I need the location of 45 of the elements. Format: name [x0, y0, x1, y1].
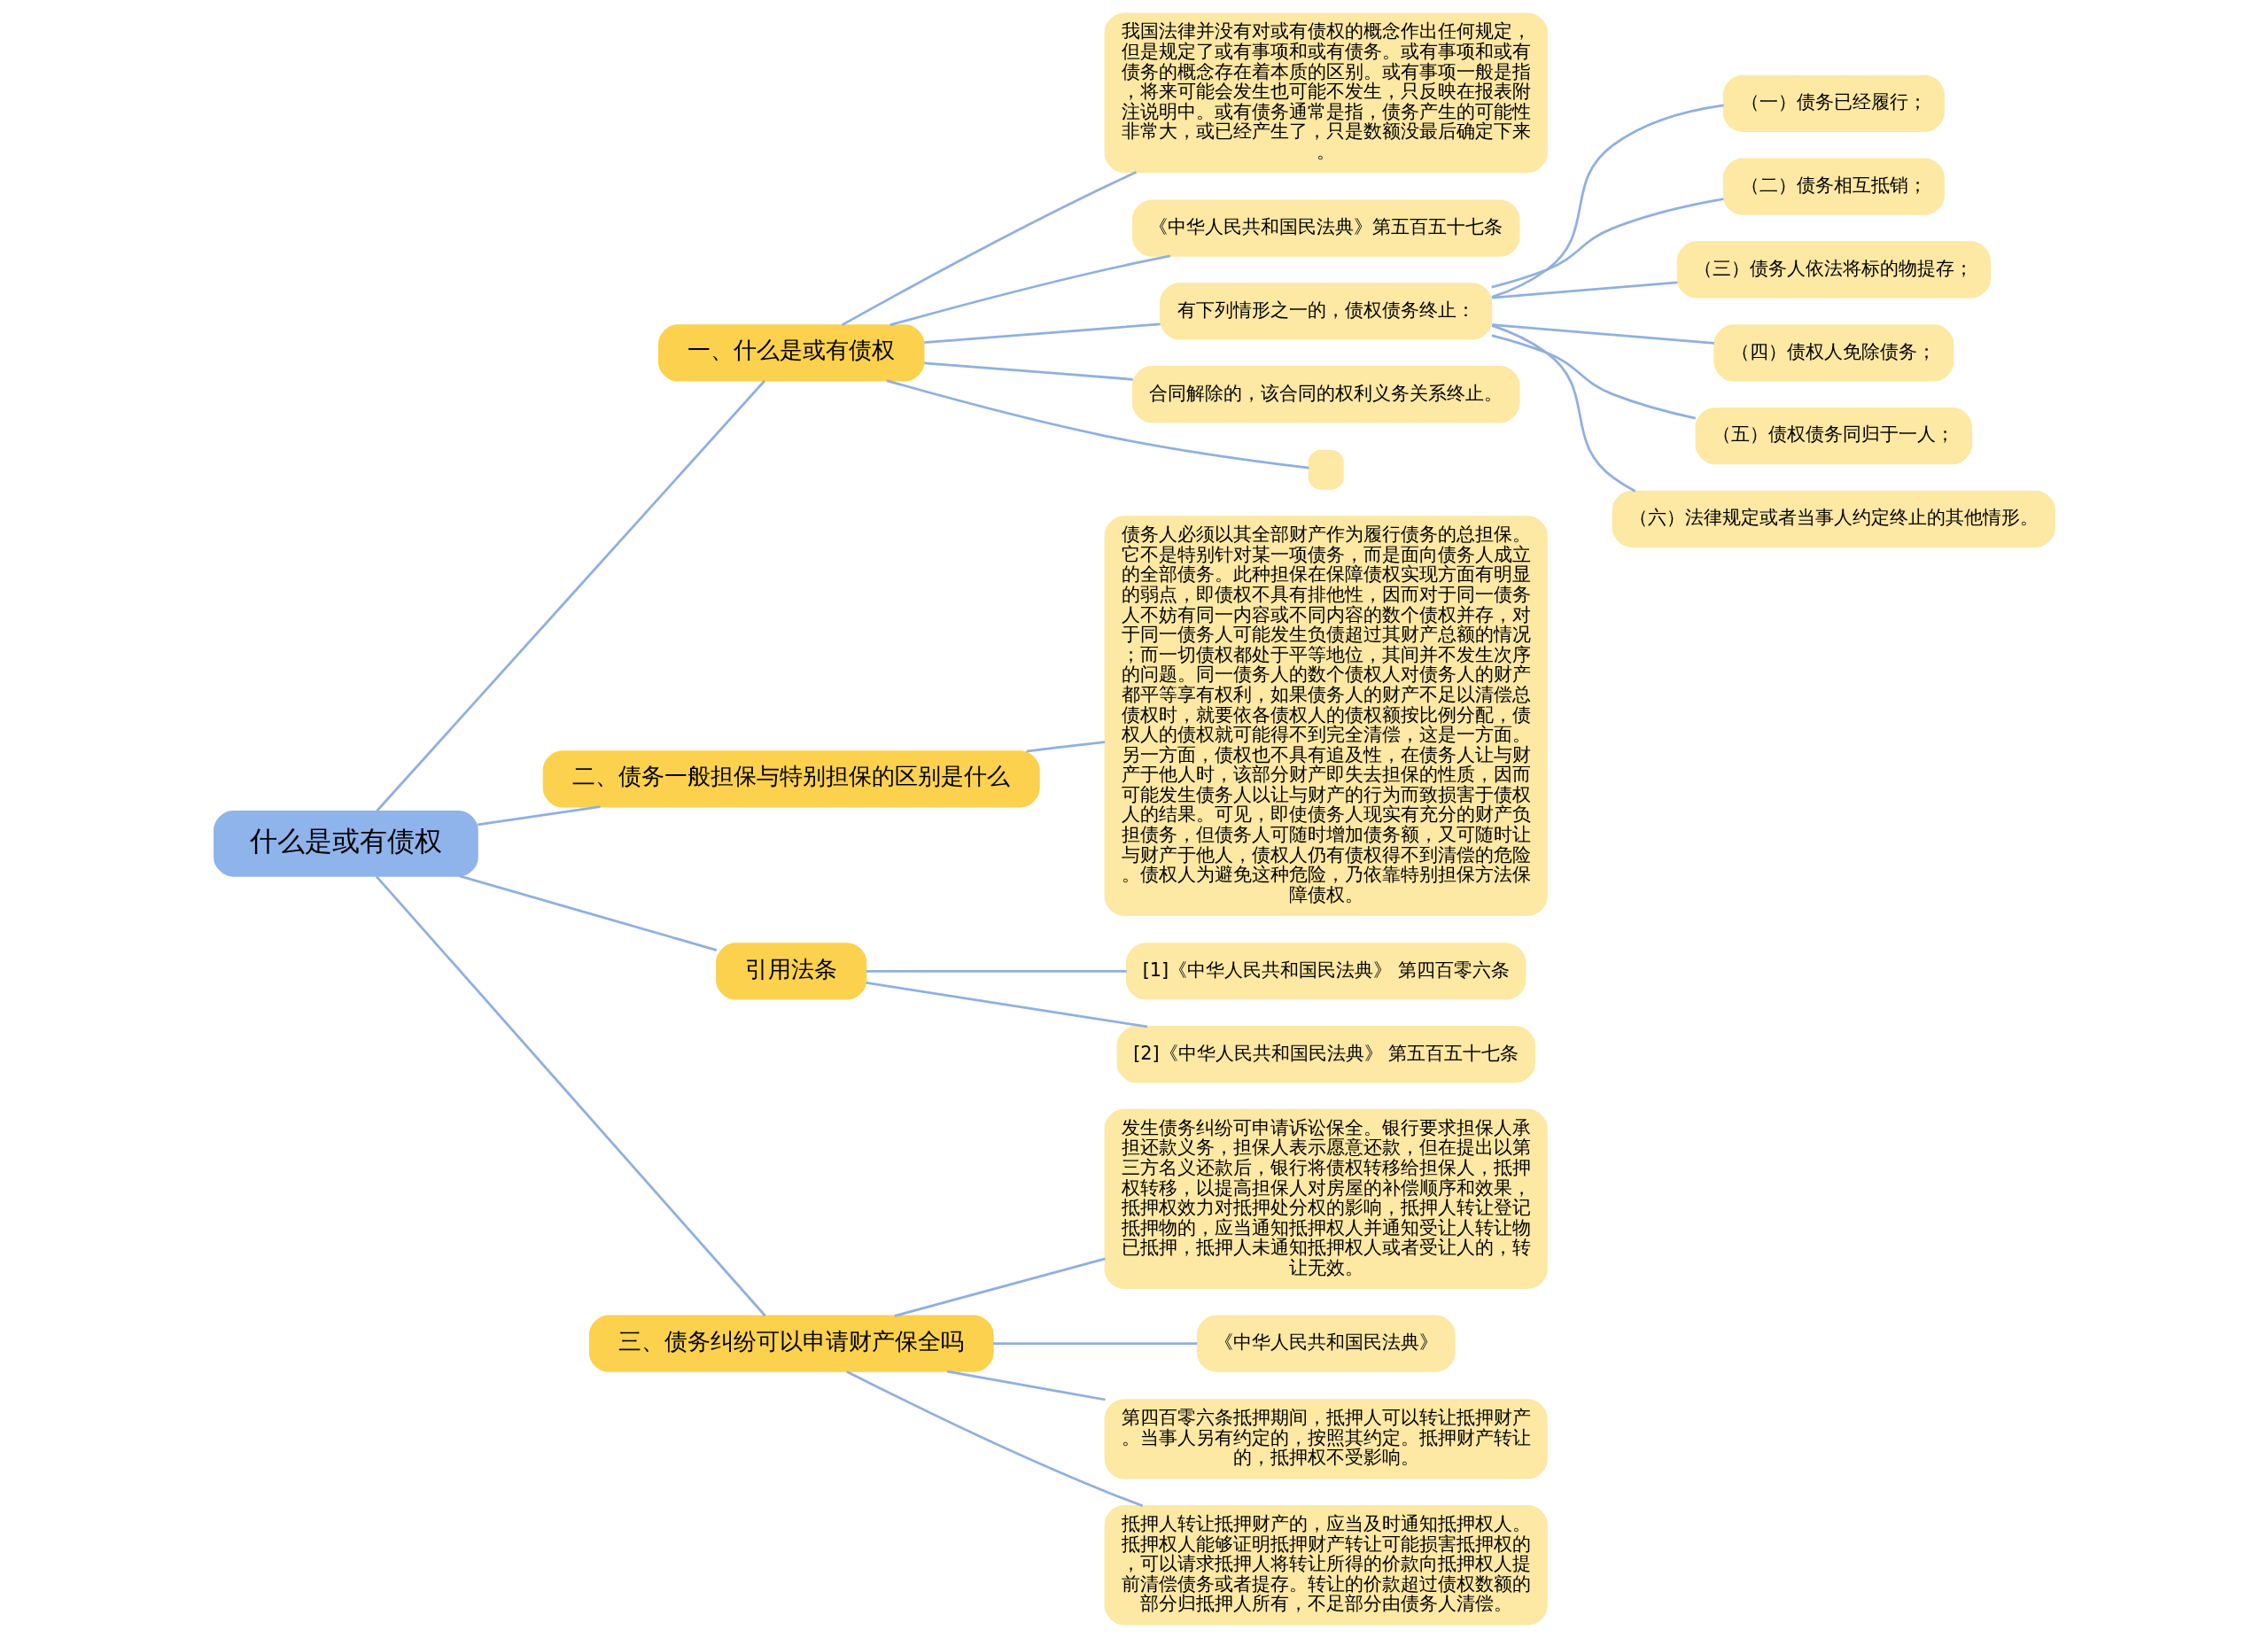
connector	[866, 982, 1147, 1029]
connector	[923, 322, 1161, 345]
node-box: （五）债权债务同归于一人；	[1695, 407, 1972, 465]
connector	[375, 875, 766, 1317]
connector	[885, 379, 1309, 470]
connector	[923, 361, 1133, 381]
connector	[866, 970, 1127, 973]
node-box: 二、债务一般担保与特别担保的区别是什么	[542, 750, 1040, 808]
node-box: 有下列情形之一的，债权债务终止：	[1159, 283, 1492, 340]
connector	[841, 171, 1137, 327]
node-box: 《中华人民共和国民法典》第五百五十七条	[1131, 199, 1520, 257]
node-box: （六）法律规定或者当事人约定终止的其他情形。	[1612, 490, 2055, 547]
node-box: 什么是或有债权	[213, 810, 478, 877]
connector	[889, 254, 1170, 327]
connector	[477, 805, 601, 827]
node-box: （二）债务相互抵销；	[1722, 158, 1945, 215]
connector	[1491, 104, 1724, 299]
node-box: 引用法条	[715, 943, 866, 1000]
node-box: 《中华人民共和国民法典》	[1196, 1315, 1456, 1372]
connector	[845, 1370, 1143, 1508]
connector	[1491, 281, 1677, 299]
connector	[1025, 741, 1105, 753]
connector	[1491, 323, 1714, 345]
connector	[1490, 198, 1724, 289]
connector	[946, 1370, 1106, 1401]
node-box: [2]《中华人民共和国民法典》 第五百五十七条	[1116, 1026, 1535, 1083]
connector	[992, 1342, 1197, 1346]
node-box	[1308, 449, 1344, 490]
node-box: 一、什么是或有债权	[657, 324, 924, 382]
connector	[1491, 324, 1635, 493]
node-box: 债务人必须以其全部财产作为履行债务的总担保。它不是特别针对某一项债务，而是面向债务人成立的全部债务。此种担保在保障债权实现方面有明显的弱点，即债权不具有排他性，因而对于同一债务人不妨有同一内容或不同内容的数个债权并存，对于同一债务人可能发生负债超过其财产总额的情况；而一切债权都处于平等地位，其间并不发生次序的问题。同一债务人的数个债权人对债务人的财产都平等享有权利，如果债务人的财产不足以清偿总债权时，就要依各债权人的债权额按比例分配，债权人的债权就可能得不到完全清偿，这是一方面。另一方面，债权也不具有追及性，在债务人让与财产于他人时，该部分财产即失去担保的性质，因而可能发生债务人以让与财产的行为而致损害于债权人的结果。可见，即使债务人现实有充分的财产负担债务，但债务人可随时增加债务额，又可随时让与财产于他人，债权人仍有债权得不到清偿的危险。债权人为避免这种危险，乃依靠特别担保方法保障债权。	[1104, 516, 1548, 916]
connector	[458, 874, 717, 951]
node-box: 三、债务纠纷可以申请财产保全吗	[588, 1315, 994, 1372]
node-box: 发生债务纠纷可申请诉讼保全。银行要求担保人承担还款义务，担保人表示愿意还款，但在提出以第三方名义还款后，银行将债权转移给担保人，抵押权转移，以提高担保人对房屋的补偿顺序和效果，抵押权效力对抵押处分权的影响，抵押人转让登记抵押物的，应当通知抵押权人并通知受让人转让物已抵押，抵押人未通知抵押权人或者受让人的，转让无效。	[1104, 1108, 1548, 1290]
node-box: （一）债务已经履行；	[1722, 74, 1945, 133]
node-box: 我国法律并没有对或有债权的概念作出任何规定，但是规定了或有事项和或有债务。或有事项和或有债务的概念存在着本质的区别。或有事项一般是指，将来可能会发生也可能不发生，只反映在报表附注说明中。或有债务通常是指，债务产生的可能性非常大，或已经产生了，只是数额没最后确定下来。	[1104, 12, 1548, 174]
node-box: 第四百零六条抵押期间，抵押人可以转让抵押财产。当事人另有约定的，按照其约定。抵押财产转让的，抵押权不受影响。	[1104, 1399, 1548, 1479]
node-box: 合同解除的，该合同的权利义务关系终止。	[1131, 366, 1520, 423]
connector	[1490, 334, 1696, 420]
connector	[375, 379, 765, 812]
node-box: （三）债务人依法将标的物提存；	[1676, 241, 1991, 299]
node-box: 抵押人转让抵押财产的，应当及时通知抵押权人。抵押权人能够证明抵押财产转让可能损害抵押权的，可以请求抵押人将转让所得的价款向抵押权人提前清偿债务或者提存。转让的价款超过债权数额的部分归抵押人所有，不足部分由债务人清偿。	[1104, 1505, 1548, 1626]
connector	[894, 1257, 1106, 1317]
node-box: [1]《中华人民共和国民法典》 第四百零六条	[1125, 943, 1526, 1000]
node-box: （四）债权人免除债务；	[1713, 324, 1953, 382]
